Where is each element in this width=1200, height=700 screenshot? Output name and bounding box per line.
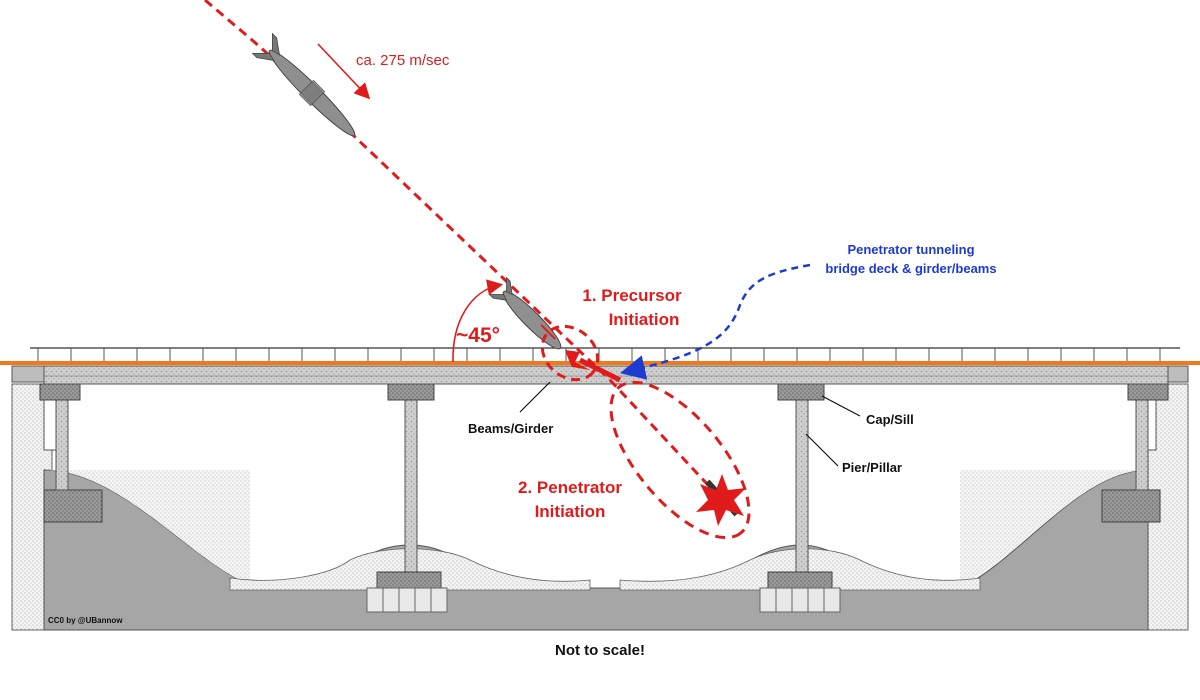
precursor-flash	[565, 350, 590, 370]
footer-note: Not to scale!	[554, 642, 645, 659]
speed-label: ca. 275 m/sec	[356, 52, 450, 69]
beams-leader	[519, 381, 551, 413]
missile-impact	[488, 276, 562, 350]
pier-right	[759, 383, 841, 613]
beams-label: Beams/Girder	[468, 421, 554, 436]
precursor-label-line1: 1. Precursor	[582, 286, 682, 305]
railing-posts	[37, 348, 1161, 362]
tunneling-label: Penetrator tunneling bridge deck & girde…	[806, 240, 1016, 278]
angle-arc	[452, 279, 504, 363]
precursor-label-line2: Initiation	[608, 310, 680, 329]
tunneling-label-line1: Penetrator tunneling	[847, 242, 975, 257]
precursor-label: 1. Precursor Initiation	[572, 284, 692, 332]
pier-leader	[805, 433, 839, 467]
left-end-cap	[39, 383, 81, 401]
cap-label: Cap/Sill	[866, 412, 914, 427]
ground-left-light	[44, 470, 250, 585]
right-anchor-block	[1101, 489, 1161, 523]
angle-label: ~45°	[456, 324, 501, 347]
penetrator-trajectory	[608, 378, 724, 502]
tunneling-arrow	[620, 263, 811, 380]
credit-label: CC0 by @UBannow	[48, 616, 123, 625]
cap-leader	[821, 395, 861, 417]
right-column	[1135, 399, 1149, 491]
left-anchor-block	[43, 489, 103, 523]
penetrator-label: 2. Penetrator Initiation	[506, 476, 634, 524]
ground-right-light	[960, 470, 1148, 585]
missile-top	[251, 32, 356, 137]
right-end-cap	[1127, 383, 1169, 401]
penetrator-zone	[609, 380, 751, 540]
precursor-jet	[578, 357, 622, 383]
tunneling-label-line2: bridge deck & girder/beams	[825, 261, 997, 276]
precursor-zone	[540, 324, 600, 382]
speed-arrow	[317, 43, 371, 100]
pier-left	[366, 383, 448, 613]
pier-label: Pier/Pillar	[842, 460, 902, 475]
explosion-star	[696, 474, 746, 526]
penetrator-label-line1: 2. Penetrator	[518, 478, 622, 497]
left-column	[55, 399, 69, 491]
penetrator-label-line2: Initiation	[534, 502, 606, 521]
